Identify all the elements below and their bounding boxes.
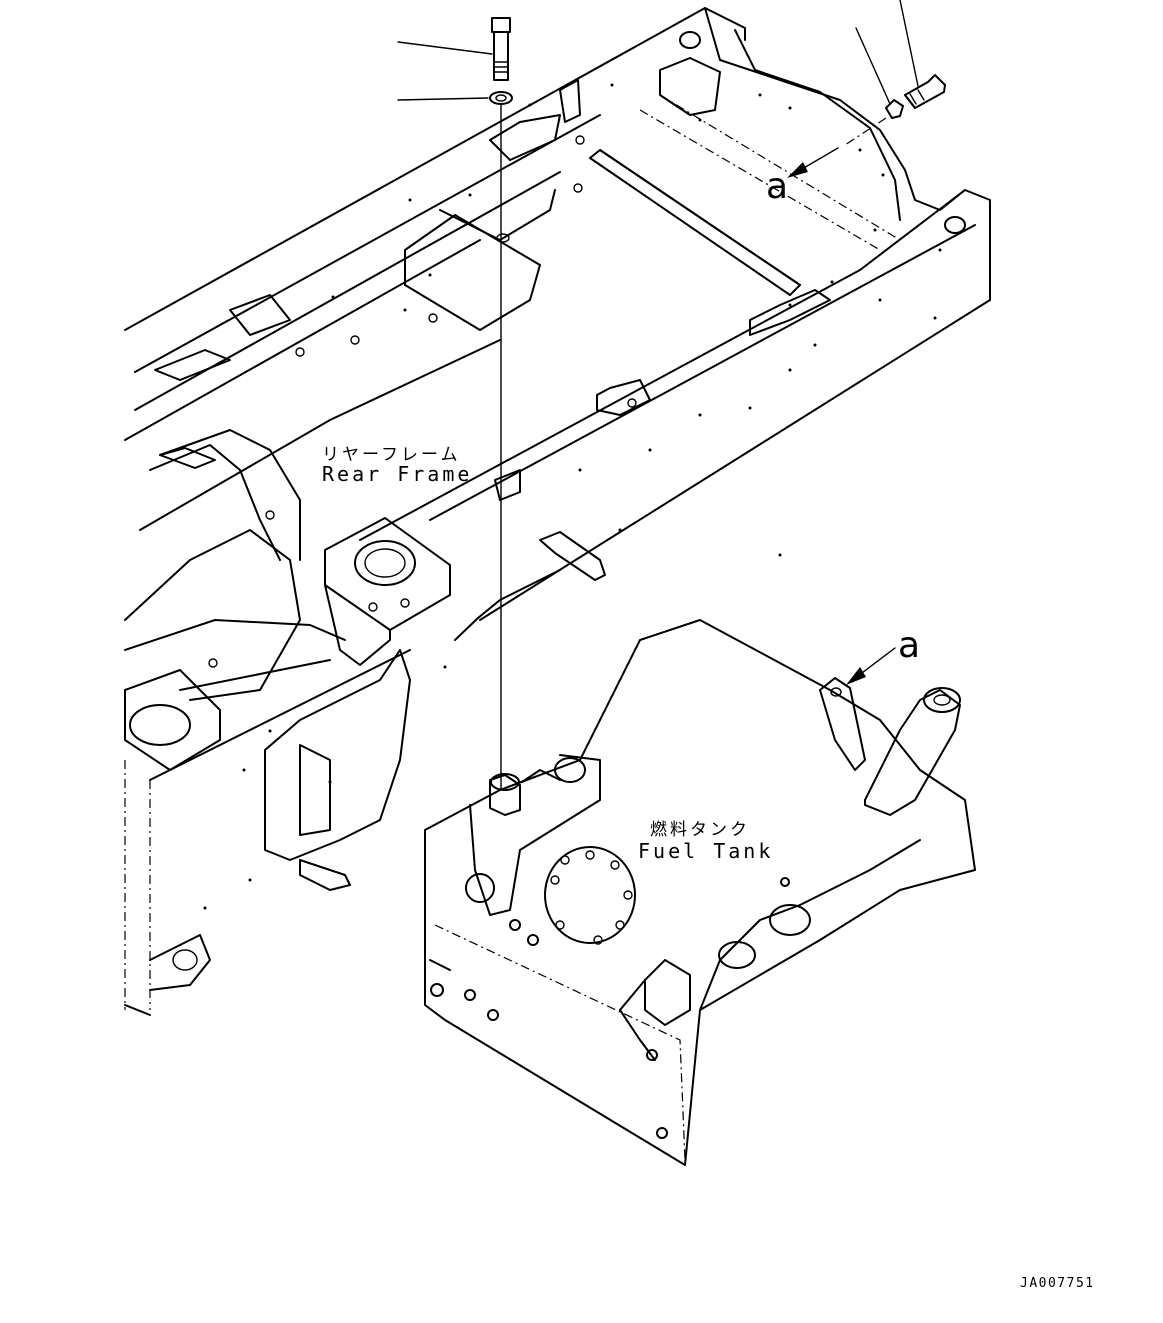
fuel-tank-label-ja: 燃料タンク (650, 820, 750, 840)
rear-frame-label-ja: リヤーフレーム (322, 445, 461, 465)
bolt-vertical (491, 17, 511, 81)
frame-rivets (203, 83, 942, 910)
rear-frame-label-en: Rear Frame (322, 462, 473, 486)
leader-bolt-right (899, 0, 919, 87)
fuel-tank (424, 619, 976, 1166)
leader-washer (397, 97, 489, 101)
bolt-angled (904, 74, 946, 109)
nut (885, 99, 904, 119)
callout-a-right-arrow (846, 647, 896, 685)
callout-a-top-arrow (787, 147, 839, 178)
washer (489, 91, 513, 105)
callout-a-top: a (766, 166, 789, 207)
bolt-center-line (844, 117, 887, 146)
callout-a-right: a (898, 625, 921, 666)
drawing-code: JA007751 (1020, 1276, 1095, 1291)
fuel-tank-label-en: Fuel Tank (638, 839, 774, 863)
rear-frame (124, 7, 991, 1016)
leader-bolt (397, 41, 493, 55)
cover-bolts (550, 850, 633, 945)
leader-nut (855, 27, 891, 105)
